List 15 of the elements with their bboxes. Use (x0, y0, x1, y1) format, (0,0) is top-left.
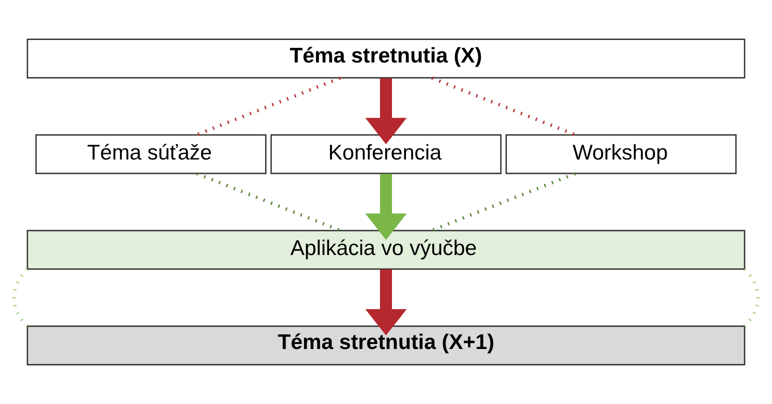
node-box: Konferencia (270, 134, 502, 174)
arrow (365, 174, 407, 240)
node-box: Téma stretnutia (X+1) (26, 326, 746, 366)
connector (196, 172, 342, 232)
connector (12, 268, 29, 328)
connector (743, 268, 760, 328)
arrow (365, 78, 407, 144)
arrow (365, 270, 407, 336)
connector (196, 76, 341, 136)
connector (430, 172, 576, 232)
node-box: Téma súťaže (35, 134, 266, 174)
node-box: Téma stretnutia (X) (26, 38, 746, 78)
connector (431, 76, 576, 136)
node-box: Aplikácia vo výučbe (26, 230, 746, 270)
node-box: Workshop (506, 134, 737, 174)
